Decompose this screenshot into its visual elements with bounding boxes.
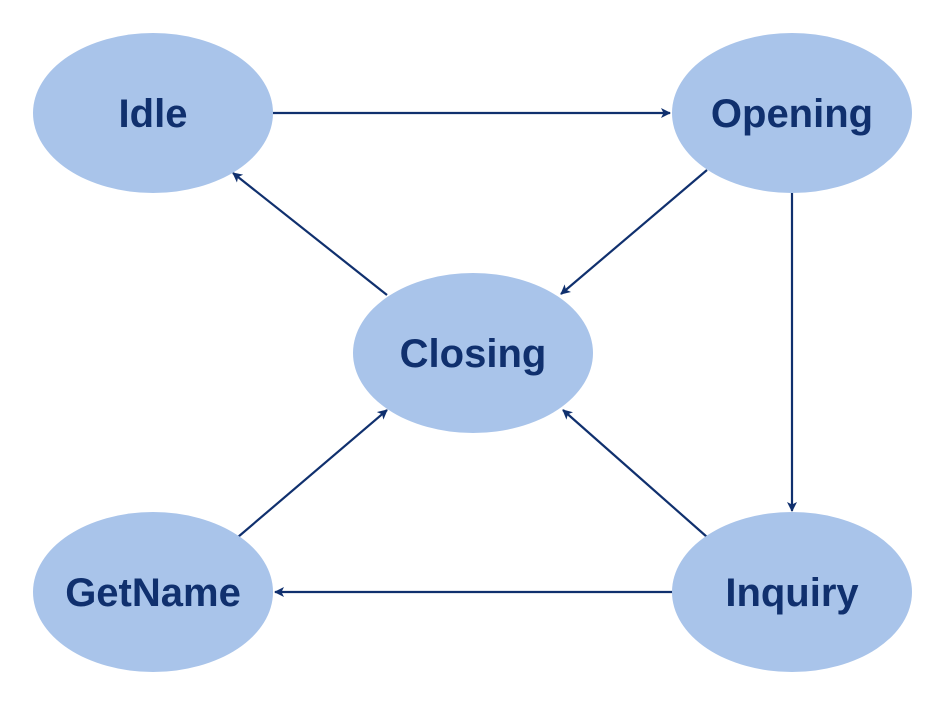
- node-inquiry-shape: [672, 512, 912, 672]
- node-opening: Opening: [672, 33, 912, 193]
- node-closing: Closing: [353, 273, 593, 433]
- node-getname-shape: [33, 512, 273, 672]
- node-getname-label: GetName: [65, 571, 241, 615]
- node-idle-label: Idle: [119, 92, 188, 136]
- edge-inquiry-to-closing: [562, 409, 708, 538]
- node-opening-label: Opening: [711, 92, 873, 136]
- node-getname: GetName: [33, 512, 273, 672]
- node-inquiry-label: Inquiry: [725, 571, 859, 615]
- edges-group: [232, 108, 797, 597]
- edge-opening-to-closing: [560, 169, 708, 295]
- node-opening-shape: [672, 33, 912, 193]
- edge-getname-to-closing: [237, 409, 388, 538]
- node-idle: Idle: [33, 33, 273, 193]
- node-inquiry: Inquiry: [672, 512, 912, 672]
- node-idle-shape: [33, 33, 273, 193]
- node-closing-label: Closing: [400, 332, 547, 376]
- nodes-group: Idle Opening Closing GetName Inquiry: [33, 33, 912, 672]
- node-closing-shape: [353, 273, 593, 433]
- edge-closing-to-idle: [232, 172, 388, 296]
